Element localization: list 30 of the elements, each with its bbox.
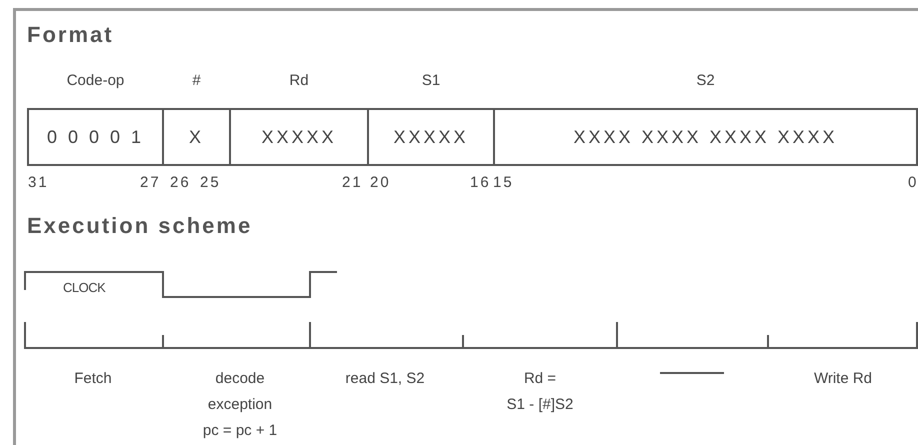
- bit-field-box: X: [162, 108, 231, 166]
- field-name: Code-op: [66, 72, 126, 89]
- bit-number: 27: [140, 174, 161, 191]
- field-name: S2: [695, 72, 716, 89]
- clock-label: CLOCK: [63, 280, 106, 295]
- bit-number: 26: [170, 174, 191, 191]
- bit-number: 20: [370, 174, 391, 191]
- stage-label: Fetch: [73, 370, 113, 387]
- bit-number: 16: [470, 174, 491, 191]
- bit-field-box: XXXXX: [229, 108, 369, 166]
- stage-label: Write Rd: [812, 370, 874, 387]
- bit-field-box: XXXX XXXX XXXX XXXX: [493, 108, 918, 166]
- field-name: S1: [420, 72, 442, 89]
- stage-label: read S1, S2: [344, 370, 426, 387]
- bit-number: 15: [493, 174, 514, 191]
- stage-label: decode: [214, 370, 266, 387]
- stage-label: Rd =: [522, 370, 558, 387]
- stage-label: exception: [206, 396, 274, 413]
- bit-number: 0: [908, 174, 918, 191]
- bit-number: 31: [28, 174, 49, 191]
- field-name: Rd: [288, 72, 310, 89]
- bit-number: 25: [200, 174, 221, 191]
- section-heading: Format: [27, 22, 114, 48]
- bit-field-box: 0 0 0 0 1: [27, 108, 164, 166]
- stage-label: pc = pc + 1: [202, 422, 278, 439]
- bit-number: 21: [342, 174, 363, 191]
- stage-label: S1 - [#]S2: [506, 396, 574, 413]
- bit-field-box: XXXXX: [367, 108, 495, 166]
- section-heading: Execution scheme: [27, 213, 252, 239]
- field-name: #: [191, 72, 202, 89]
